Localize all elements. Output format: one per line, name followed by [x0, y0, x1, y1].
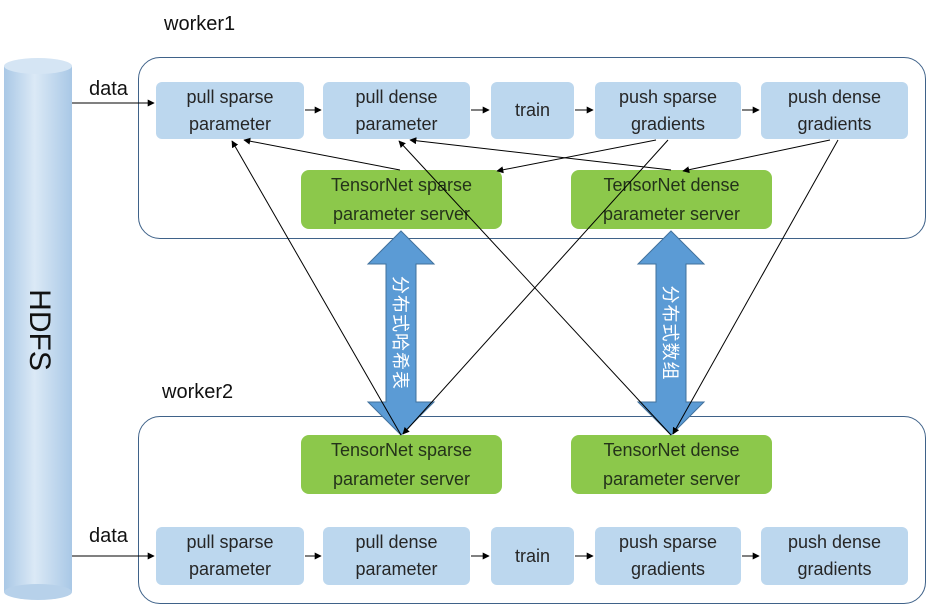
- worker1-dense-server: TensorNet dense parameter server: [571, 170, 772, 229]
- w1-push-sparse-to-sparse-server: [496, 139, 657, 174]
- worker1-step-push-sparse: push sparse gradients: [595, 82, 741, 139]
- w1-dense-server-to-pull-dense: [409, 137, 672, 171]
- worker1-sparse-server: TensorNet sparse parameter server: [301, 170, 502, 229]
- w1-push-sparse-to-w2-sparse-server: [402, 139, 669, 435]
- worker2-step-train: train: [491, 527, 574, 585]
- worker2-dense-server: TensorNet dense parameter server: [571, 435, 772, 494]
- worker1-data-label: data: [89, 78, 128, 100]
- w1-push-dense-to-dense-server: [682, 139, 831, 174]
- w1-sparse-server-to-pull-sparse: [243, 137, 401, 171]
- worker1-title: worker1: [164, 13, 236, 35]
- worker1-step-pull-dense: pull dense parameter: [323, 82, 470, 139]
- worker2-data-label: data: [89, 525, 128, 547]
- worker2-step-pull-dense: pull dense parameter: [323, 527, 470, 585]
- worker2-step-pull-sparse: pull sparse parameter: [156, 527, 304, 585]
- worker2-step-push-dense: push dense gradients: [761, 527, 908, 585]
- worker2-sparse-server: TensorNet sparse parameter server: [301, 435, 502, 494]
- worker1-step-push-dense: push dense gradients: [761, 82, 908, 139]
- worker2-title: worker2: [162, 381, 234, 403]
- w1-push-dense-to-w2-dense-server: [672, 139, 839, 435]
- worker2-step-push-sparse: push sparse gradients: [595, 527, 741, 585]
- w2-dense-server-to-w1-pull-dense: [398, 140, 672, 436]
- worker1-step-train: train: [491, 82, 574, 139]
- w2-sparse-server-to-w1-pull-sparse: [231, 140, 402, 436]
- worker1-step-pull-sparse: pull sparse parameter: [156, 82, 304, 139]
